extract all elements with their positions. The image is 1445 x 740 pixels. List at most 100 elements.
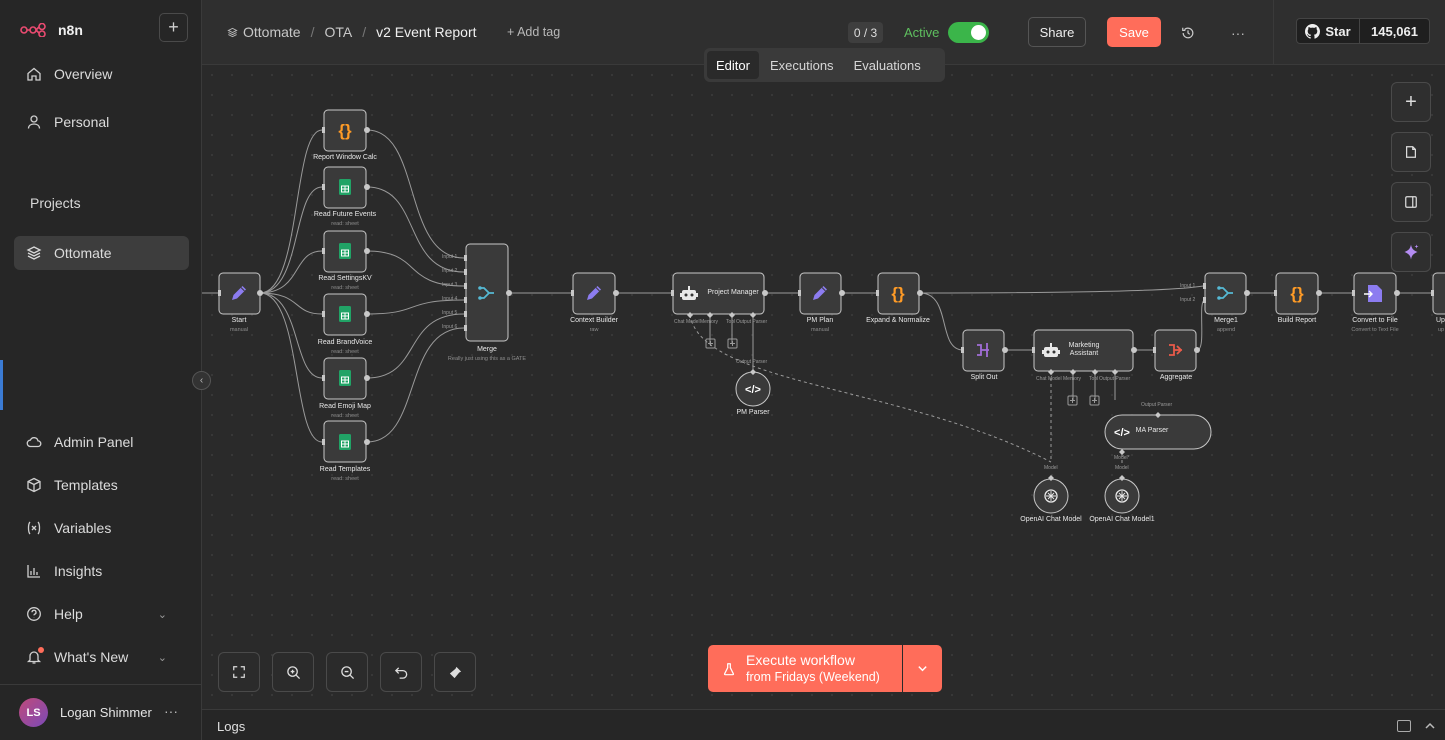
user-icon bbox=[26, 114, 42, 130]
user-more-icon[interactable]: ··· bbox=[164, 703, 178, 719]
node-split-out[interactable] bbox=[962, 329, 1005, 372]
node-read-brandvoice[interactable] bbox=[323, 293, 367, 336]
app-logo[interactable]: n8n bbox=[20, 18, 83, 42]
node-label: Read BrandVoice bbox=[317, 339, 373, 346]
node-read-emoji-map[interactable] bbox=[323, 357, 367, 400]
sidebar-item-label: Templates bbox=[54, 477, 118, 493]
create-button[interactable]: + bbox=[159, 13, 188, 42]
workflow-canvas[interactable]: {} </> bbox=[202, 65, 1445, 709]
node-pm-parser[interactable] bbox=[735, 371, 771, 407]
add-tag-button[interactable]: + Add tag bbox=[507, 25, 561, 39]
sidebar-item-help[interactable]: Help ⌄ bbox=[14, 597, 189, 631]
tidy-up-button[interactable] bbox=[434, 652, 476, 692]
share-button[interactable]: Share bbox=[1028, 17, 1086, 47]
breadcrumb-folder[interactable]: OTA bbox=[324, 24, 353, 40]
sidebar-item-overview[interactable]: Overview bbox=[14, 57, 189, 91]
port-label: Output Parser bbox=[736, 359, 768, 365]
user-menu[interactable]: LS Logan Shimmer ··· bbox=[0, 684, 202, 740]
node-build-report[interactable] bbox=[1275, 272, 1319, 315]
port-label: Output Parser bbox=[1099, 376, 1131, 382]
node-label: Aggregate bbox=[1159, 374, 1193, 381]
node-label: Split Out bbox=[970, 374, 998, 381]
node-label: Read SettingsKV bbox=[318, 275, 372, 282]
port-label: Input 6 bbox=[442, 324, 458, 330]
node-label: Project Manager bbox=[707, 289, 759, 296]
n8n-logo-icon bbox=[20, 23, 46, 37]
github-star-button[interactable]: Star bbox=[1296, 18, 1360, 44]
node-label: Start bbox=[231, 317, 247, 324]
node-merge[interactable] bbox=[465, 243, 509, 342]
tab-evaluations[interactable]: Evaluations bbox=[853, 57, 921, 73]
ai-assistant-button[interactable] bbox=[1391, 232, 1431, 272]
user-name: Logan Shimmer bbox=[60, 705, 152, 720]
sidebar-item-label: Variables bbox=[54, 520, 112, 536]
sidebar-item-insights[interactable]: Insights bbox=[14, 554, 189, 588]
node-report-window-calc[interactable] bbox=[323, 109, 367, 152]
sidebar-item-personal[interactable]: Personal bbox=[14, 105, 189, 139]
sidebar-item-admin-panel[interactable]: Admin Panel bbox=[14, 425, 189, 459]
sidebar-item-templates[interactable]: Templates bbox=[14, 468, 189, 502]
tab-executions[interactable]: Executions bbox=[769, 57, 834, 73]
logs-panel[interactable]: Logs bbox=[202, 709, 1445, 740]
breadcrumb: Ottomate / OTA / v2 Event Report bbox=[227, 24, 477, 40]
port-label: Model bbox=[1115, 465, 1129, 471]
github-star-count[interactable]: 145,061 bbox=[1360, 18, 1430, 44]
node-convert-to-file[interactable] bbox=[1353, 272, 1397, 315]
port-label: Model bbox=[1044, 465, 1058, 471]
collapse-sidebar-button[interactable]: ‹ bbox=[192, 371, 211, 390]
toggle-panel-button[interactable] bbox=[1391, 182, 1431, 222]
history-icon[interactable] bbox=[1177, 22, 1199, 44]
cloud-icon bbox=[26, 434, 42, 450]
port-label: Input 3 bbox=[442, 282, 458, 288]
node-read-future-events[interactable] bbox=[323, 166, 367, 209]
node-label: Marketing Assistant bbox=[1068, 342, 1100, 357]
zoom-to-fit-button[interactable] bbox=[218, 652, 260, 692]
fit-view-icon bbox=[233, 666, 245, 678]
sidebar-item-variables[interactable]: Variables bbox=[14, 511, 189, 545]
node-merge1[interactable] bbox=[1204, 272, 1247, 315]
node-read-settingskv[interactable] bbox=[323, 230, 367, 273]
node-read-templates[interactable] bbox=[323, 420, 367, 463]
sticky-note-button[interactable] bbox=[1391, 132, 1431, 172]
sidebar: n8n + Overview Personal Projects Ottomat… bbox=[0, 0, 202, 740]
execute-subtitle: from Fridays (Weekend) bbox=[746, 670, 880, 684]
tab-editor[interactable]: Editor bbox=[707, 51, 759, 79]
node-start[interactable] bbox=[218, 272, 261, 315]
execute-workflow-button[interactable]: Execute workflow from Fridays (Weekend) bbox=[708, 645, 902, 692]
undo-button[interactable] bbox=[380, 652, 422, 692]
zoom-in-button[interactable] bbox=[272, 652, 314, 692]
node-label: OpenAI Chat Model bbox=[1020, 516, 1082, 523]
popout-icon[interactable] bbox=[1397, 720, 1411, 732]
node-openai-chat-model[interactable] bbox=[1033, 478, 1069, 514]
sidebar-item-label: Ottomate bbox=[54, 245, 112, 261]
zoom-out-button[interactable] bbox=[326, 652, 368, 692]
node-label: Merge1 bbox=[1214, 317, 1238, 324]
add-node-button[interactable]: + bbox=[1391, 82, 1431, 122]
node-openai-chat-model1[interactable] bbox=[1104, 478, 1140, 514]
github-star: Star 145,061 bbox=[1273, 0, 1445, 65]
node-label: Convert to File bbox=[1352, 317, 1398, 324]
workflow-name[interactable]: v2 Event Report bbox=[376, 24, 477, 40]
node-cut-off[interactable] bbox=[1432, 272, 1445, 315]
node-aggregate[interactable] bbox=[1154, 329, 1197, 372]
app-name: n8n bbox=[58, 22, 83, 38]
node-pm-plan[interactable] bbox=[799, 272, 842, 315]
node-context-builder[interactable] bbox=[572, 272, 616, 315]
save-button[interactable]: Save bbox=[1107, 17, 1161, 47]
node-label: Expand & Normalize bbox=[866, 317, 930, 324]
port-label: Input 4 bbox=[442, 296, 458, 302]
sidebar-item-label: What's New bbox=[54, 649, 129, 665]
node-label: MA Parser bbox=[1135, 427, 1169, 434]
active-label: Active bbox=[904, 25, 940, 40]
node-expand-normalize[interactable] bbox=[877, 272, 920, 315]
breadcrumb-project[interactable]: Ottomate bbox=[227, 24, 301, 40]
sidebar-item-ottomate[interactable]: Ottomate bbox=[14, 236, 189, 270]
port-label: Input 5 bbox=[442, 310, 458, 316]
more-options-icon[interactable]: ··· bbox=[1231, 25, 1245, 41]
active-toggle[interactable] bbox=[948, 22, 989, 43]
chevron-up-icon[interactable] bbox=[1424, 719, 1436, 731]
sidebar-item-whats-new[interactable]: What's New ⌄ bbox=[14, 640, 189, 674]
node-label: PM Parser bbox=[736, 409, 770, 416]
execute-dropdown-button[interactable] bbox=[903, 645, 942, 692]
node-sublabel: read: sheet bbox=[331, 413, 359, 419]
